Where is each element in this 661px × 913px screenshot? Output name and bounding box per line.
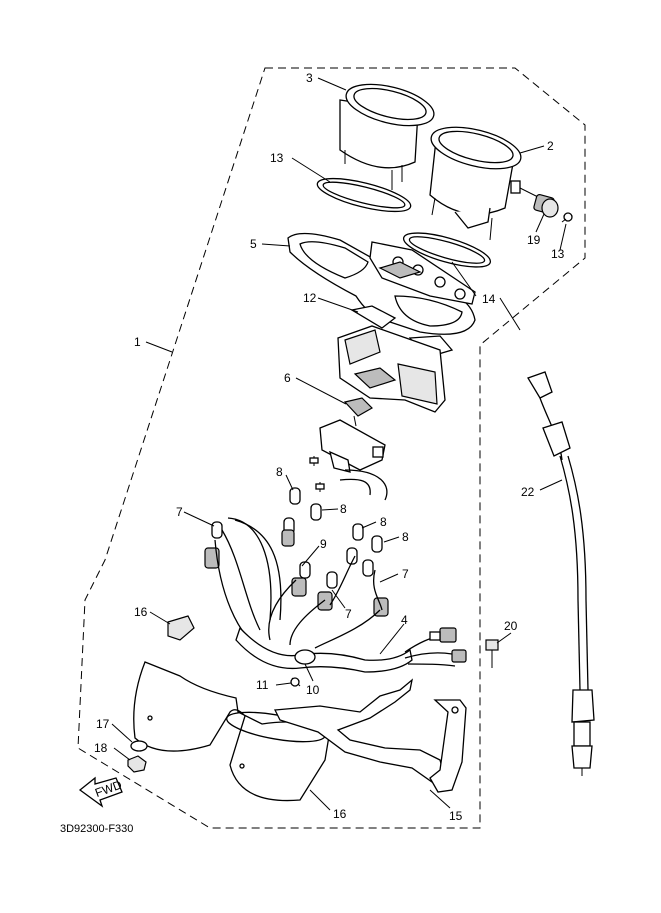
screw-small[interactable] [309,456,325,492]
callout-12: 12 [303,291,317,305]
forward-arrow: FWD [78,776,124,808]
callout-20: 19 [527,233,541,247]
callout-13-upper: 13 [270,151,284,165]
trip-knob[interactable] [519,187,559,218]
callout-8-c: 8 [380,515,387,529]
callout-22: 22 [521,485,535,499]
knob-screw[interactable] [561,212,573,223]
speedometer-cable[interactable] [527,371,595,776]
callout-13-right: 14 [482,292,496,306]
assembly-boundary [77,67,586,829]
callout-17: 16 [333,807,347,821]
callout-2: 2 [547,139,554,153]
grommet[interactable] [167,615,195,641]
washer[interactable] [130,740,148,752]
callout-15: 15 [449,809,463,823]
callout-18: 17 [96,717,110,731]
callout-14: 13 [551,247,565,261]
diagram-code: 3D92300-F330 [60,823,133,835]
callout-8-b: 8 [340,502,347,516]
speedometer[interactable] [339,77,438,190]
callout-9: 9 [320,537,327,551]
socket-plate[interactable] [319,419,386,473]
harness-connectors[interactable] [429,627,467,663]
callout-16: 16 [134,605,148,619]
callout-6: 6 [284,371,291,385]
meter-cover[interactable] [133,661,331,802]
gasket-speedometer[interactable] [315,172,414,219]
bulb-group[interactable] [211,487,383,589]
tachometer[interactable] [427,119,525,241]
nut[interactable] [127,755,147,773]
callout-8-a: 8 [276,465,283,479]
meter-bracket[interactable] [273,678,467,793]
callout-1: 1 [134,335,141,349]
bracket-bolt[interactable] [485,639,499,668]
callouts: 3 2 13 5 14 12 1 6 8 8 8 8 9 7 7 7 4 16 … [94,71,565,823]
wire-harness[interactable] [214,469,456,673]
leader-lines [111,77,567,811]
callout-5: 5 [250,237,257,251]
clamp-screw[interactable] [290,677,301,687]
callout-7-a: 7 [176,505,183,519]
callout-19: 18 [94,741,108,755]
switch-unit[interactable] [343,397,373,427]
callout-7-c: 7 [345,607,352,621]
callout-10: 10 [306,683,320,697]
callout-7-b: 7 [402,567,409,581]
indicator-panel[interactable] [369,241,476,305]
callout-11: 11 [256,678,269,692]
callout-3: 3 [306,71,313,85]
socket-group[interactable] [204,529,389,617]
meter-case[interactable] [337,325,446,413]
callout-4: 4 [401,613,408,627]
gasket-tachometer[interactable] [400,226,493,274]
callout-8-d: 8 [402,530,409,544]
harness-clamp[interactable] [294,649,316,665]
callout-21: 20 [504,619,518,633]
